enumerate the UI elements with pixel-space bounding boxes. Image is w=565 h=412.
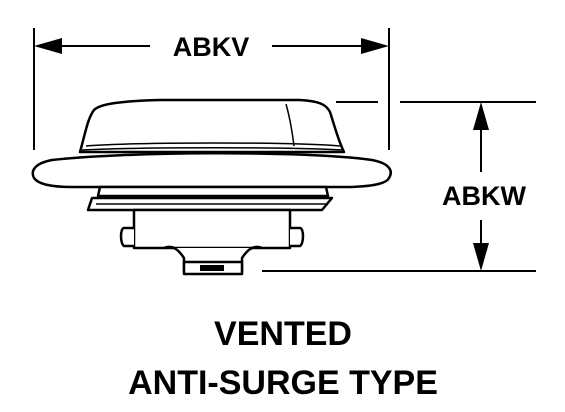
cap-dome-band: [85, 142, 341, 147]
vented-cap: [31, 98, 392, 276]
cap-brim: [31, 152, 392, 189]
height-arrow-top: [473, 102, 489, 130]
width-dimension-label: ABKV: [173, 32, 250, 62]
caption-line-2: ANTI-SURGE TYPE: [128, 364, 438, 402]
height-arrow-bottom: [473, 243, 489, 271]
height-dimension-label: ABKW: [442, 181, 526, 211]
cap-tab-right: [290, 226, 305, 248]
cap-dome-seam: [285, 103, 295, 147]
width-arrow-right: [361, 38, 389, 54]
height-dimension: ABKW: [262, 101, 536, 272]
cap-valve-seal: [200, 265, 224, 271]
cap-dome-band-lower: [81, 147, 343, 151]
caption-line-1: VENTED: [214, 315, 352, 353]
width-arrow-left: [34, 38, 62, 54]
cap-dome: [78, 98, 346, 154]
caption: VENTED ANTI-SURGE TYPE: [128, 315, 438, 402]
cap-lower-ring: [96, 185, 330, 198]
cap-tab-left: [119, 226, 134, 248]
cap-neck: [132, 208, 292, 250]
width-dimension: ABKV: [33, 28, 390, 150]
